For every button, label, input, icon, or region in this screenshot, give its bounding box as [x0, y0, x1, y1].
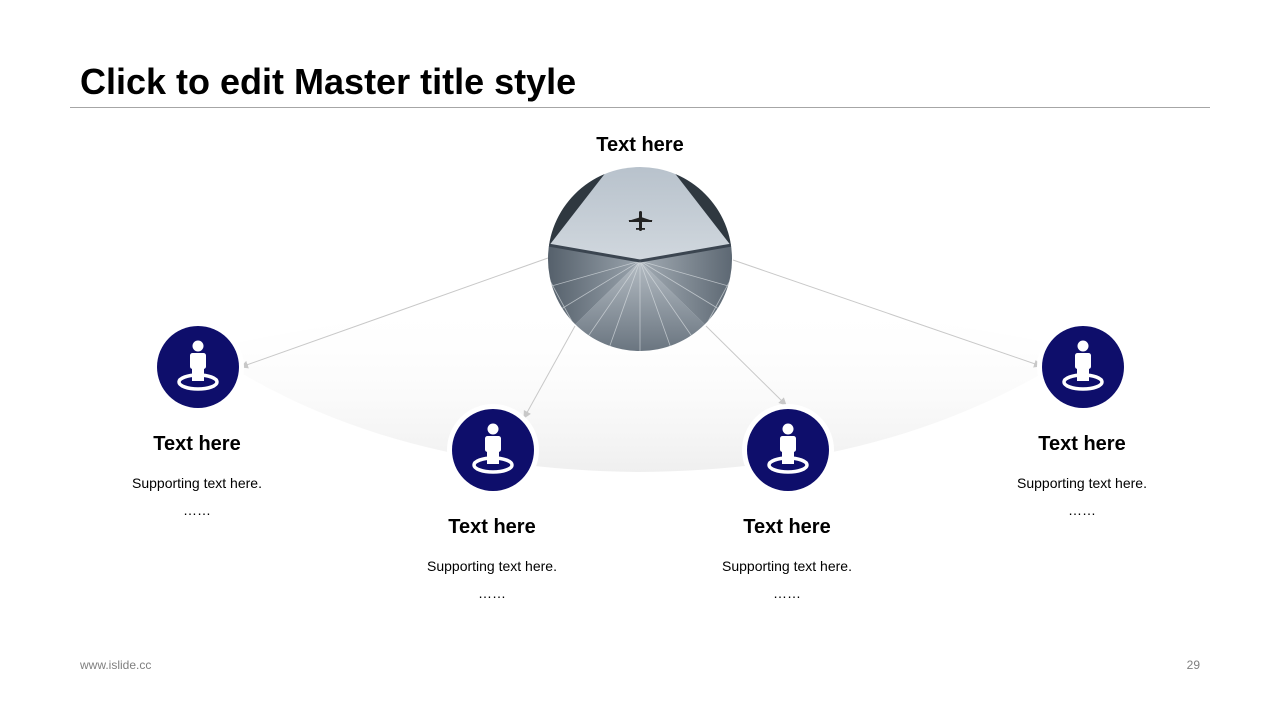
slide-title: Click to edit Master title style	[80, 61, 577, 102]
person-on-location-icon	[767, 423, 809, 474]
person-on-location-icon	[472, 423, 514, 474]
node-4-heading: Text here	[1038, 433, 1126, 455]
center-label: Text here	[596, 134, 684, 156]
page-number: 29	[1186, 658, 1200, 672]
airplane-icon	[628, 211, 653, 231]
arc-band	[205, 300, 1080, 472]
node-4-ellipsis: ……	[1068, 502, 1096, 518]
node-1-heading: Text here	[153, 433, 241, 455]
airplane-over-skyscrapers-photo	[548, 167, 732, 351]
node-3-supporting-text: Supporting text here.	[722, 558, 852, 574]
node-1-circle	[157, 326, 239, 408]
connector-arrow	[732, 259, 1042, 368]
node-2-supporting-text: Supporting text here.	[427, 558, 557, 574]
title-divider	[70, 107, 1210, 108]
node-1-ellipsis: ……	[183, 502, 211, 518]
person-on-location-icon	[1062, 340, 1104, 391]
node-3-ellipsis: ……	[773, 585, 801, 601]
connector-arrow	[523, 325, 576, 419]
node-2-circle	[452, 409, 534, 491]
node-2-heading: Text here	[448, 516, 536, 538]
connector-arrow	[240, 257, 549, 369]
person-on-location-icon	[177, 340, 219, 391]
node-3-heading: Text here	[743, 516, 831, 538]
node-4-supporting-text: Supporting text here.	[1017, 475, 1147, 491]
connector-arrow	[705, 325, 787, 406]
node-4-circle	[1042, 326, 1124, 408]
footer-url: www.islide.cc	[80, 658, 152, 672]
node-3-circle	[747, 409, 829, 491]
node-2-ellipsis: ……	[478, 585, 506, 601]
node-1-supporting-text: Supporting text here.	[132, 475, 262, 491]
